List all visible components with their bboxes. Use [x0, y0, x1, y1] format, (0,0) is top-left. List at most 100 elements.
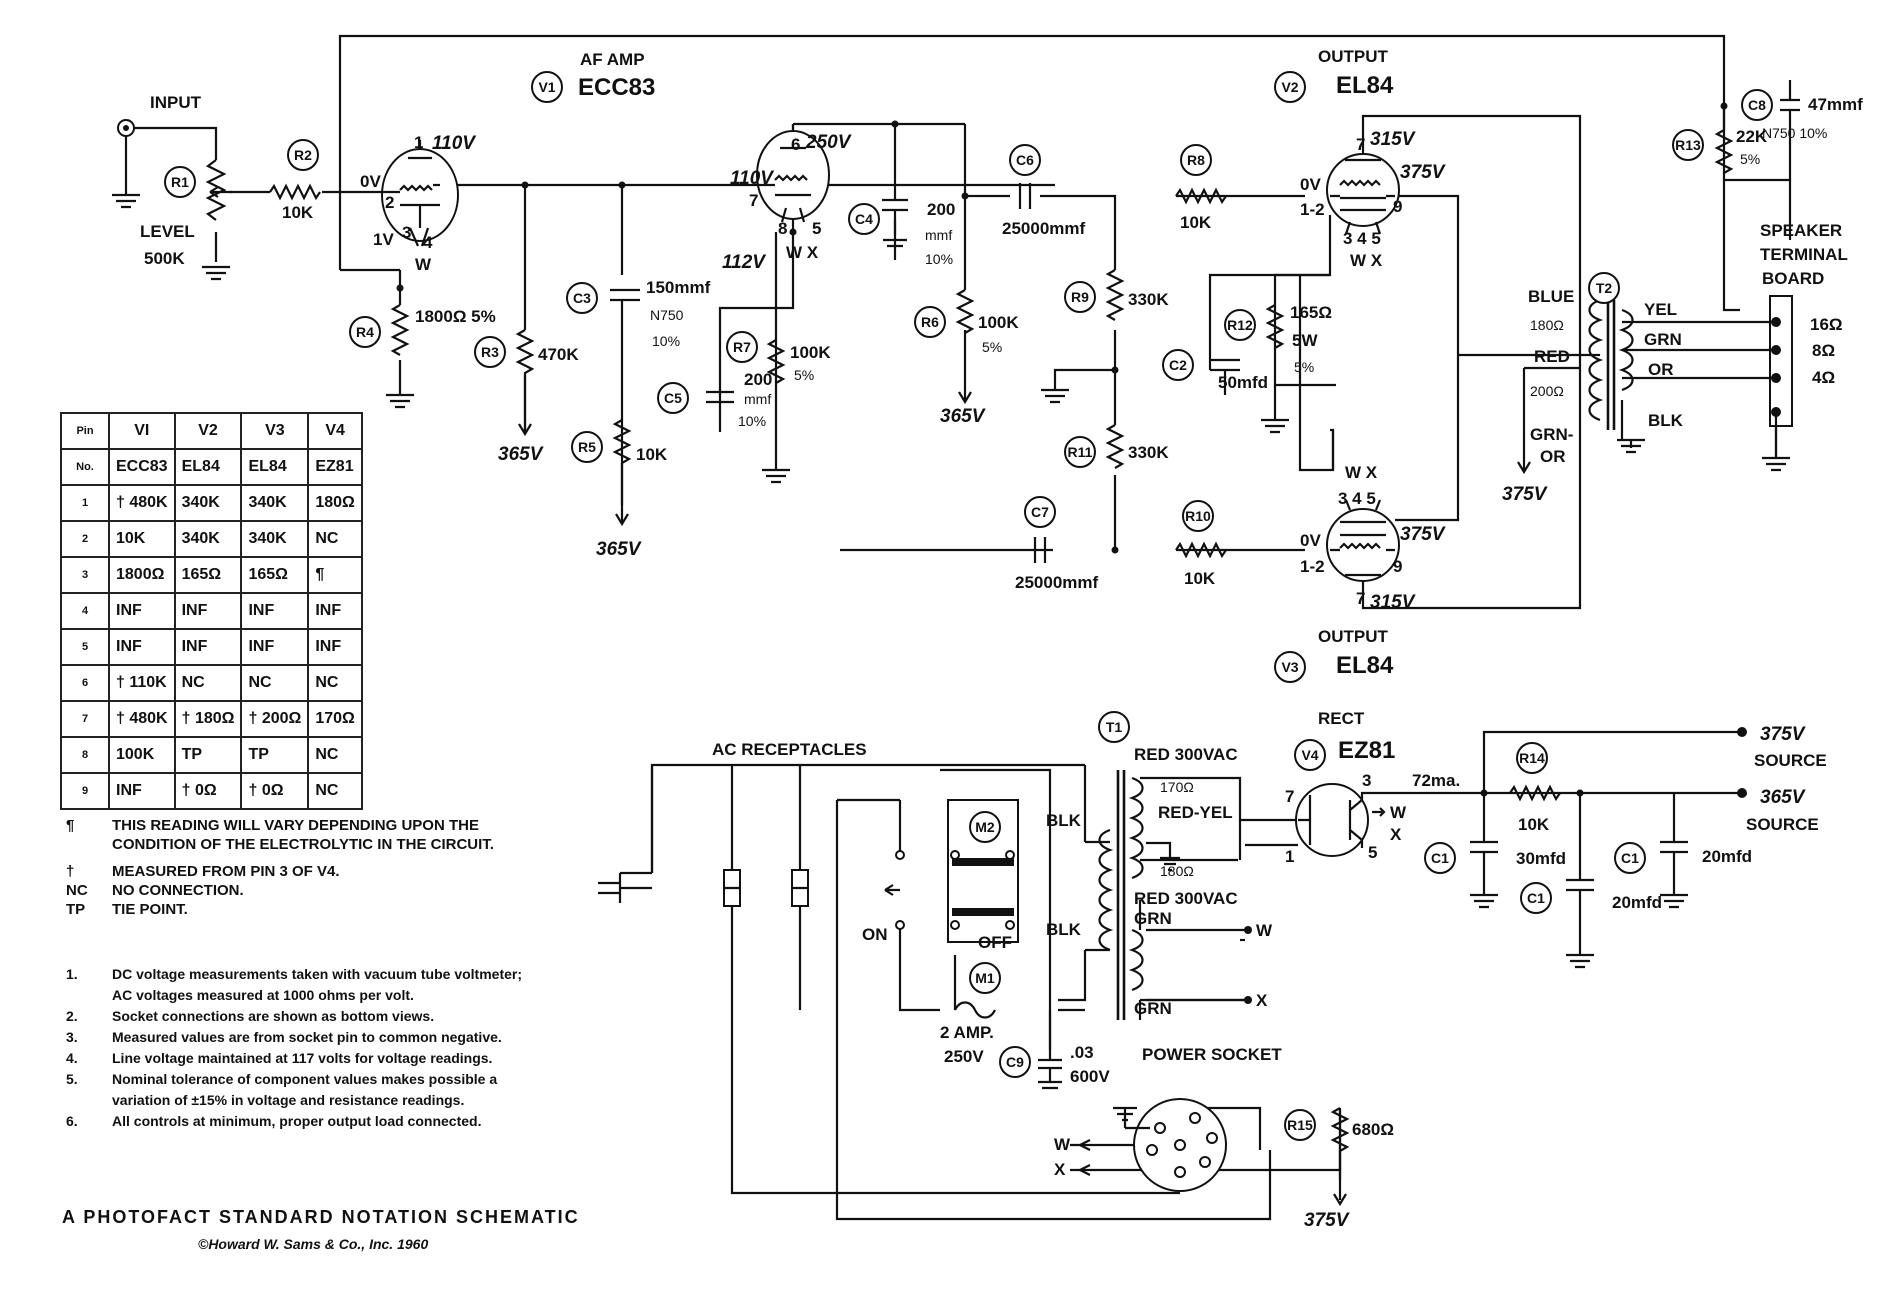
note-text: variation of ±15% in voltage and resista…: [112, 1092, 465, 1108]
v3-pins-345: 3 4 5: [1338, 489, 1376, 508]
t2-ref: T2: [1596, 280, 1613, 296]
pin-table-header: Pin VI V2 V3 V4: [60, 412, 363, 450]
c1a-value: 30mfd: [1516, 849, 1566, 868]
r3-resistor: [515, 300, 535, 420]
r5-voltage: 365V: [596, 539, 642, 560]
t1-marker: [1098, 711, 1130, 743]
note-text: Socket connections are shown as bottom v…: [112, 1008, 435, 1024]
v4-rectifier: [1295, 783, 1386, 857]
r8-resistor: [1175, 187, 1227, 205]
c3-marker: [566, 282, 598, 314]
v2-marker: [1274, 71, 1306, 103]
c1b-value: 20mfd: [1612, 893, 1662, 912]
table-cell: NC: [307, 520, 363, 558]
r5-ref: R5: [578, 439, 596, 455]
r9-ref: R9: [1071, 289, 1089, 305]
c1c-ref: C1: [1621, 850, 1639, 866]
r13-resistor: [1714, 106, 1734, 174]
c7-marker: [1024, 496, 1056, 528]
m2-ref: M2: [975, 819, 995, 835]
v3-screen-voltage: 375V: [1400, 524, 1446, 545]
c8-ref: C8: [1748, 97, 1766, 113]
table-cell: INF: [173, 592, 243, 630]
r7-ref: R7: [733, 339, 751, 355]
table-cell: INF: [173, 628, 243, 666]
v1-pin2-voltage: 0V: [360, 172, 381, 191]
table-cell: † 180Ω: [173, 700, 243, 738]
c9-ref: C9: [1006, 1054, 1024, 1070]
table-cell: † 110K: [108, 664, 176, 702]
c1a-capacitor: [1470, 840, 1498, 909]
power-socket-label: POWER SOCKET: [1142, 1045, 1282, 1064]
table-cell: 340K: [240, 520, 310, 558]
input-label: INPUT: [150, 93, 202, 112]
r6-tolerance: 5%: [982, 339, 1002, 355]
r2-value: 10K: [282, 203, 314, 222]
c3-tolerance: 10%: [652, 333, 680, 349]
footer-title: A PHOTOFACT STANDARD NOTATION SCHEMATIC: [62, 1207, 580, 1227]
t2-voltage: 375V: [1502, 484, 1548, 505]
table-cell: NC: [173, 664, 243, 702]
v1-pin1: 1: [414, 133, 423, 152]
table-cell: INF: [108, 772, 176, 810]
c2-capacitor: [1210, 358, 1240, 395]
v2-role: OUTPUT: [1318, 47, 1389, 66]
t2-marker: [1588, 272, 1620, 304]
table-cell: INF: [307, 628, 363, 666]
footer-copyright: ©Howard W. Sams & Co., Inc. 1960: [198, 1236, 429, 1252]
v3-pin9: 9: [1393, 557, 1402, 576]
v4-ref: V4: [1301, 747, 1318, 763]
r15-marker: [1284, 1109, 1316, 1141]
r1-marker: [164, 166, 196, 198]
r10-ref: R10: [1185, 508, 1211, 524]
r4-value: 1800Ω 5%: [415, 307, 496, 326]
c6-capacitor: [1018, 183, 1032, 209]
table-cell: † 480K: [108, 484, 176, 522]
rect-current: 72ma.: [1412, 771, 1460, 790]
v2-pins-345: 3 4 5: [1343, 229, 1381, 248]
note-text: All controls at minimum, proper output l…: [112, 1113, 482, 1129]
r12-resistor: [1265, 304, 1285, 349]
c2-ground: [1261, 418, 1289, 434]
table-cell: † 0Ω: [173, 772, 243, 810]
r1-level-pot: [202, 159, 232, 281]
t2-yel: YEL: [1644, 300, 1677, 319]
level-label: LEVEL: [140, 222, 195, 241]
v1-cathode-voltage: 1V: [373, 230, 394, 249]
table-cell: 1: [60, 484, 110, 522]
t1-ref: T1: [1106, 719, 1123, 735]
r3-marker: [474, 336, 506, 368]
table-cell: NC: [307, 664, 363, 702]
table-cell: ECC83: [108, 448, 176, 486]
c6-value: 25000mmf: [1002, 219, 1086, 238]
v4-pin5: 5: [1368, 843, 1377, 862]
note-line: 6. All controls at minimum, proper output…: [66, 1111, 522, 1132]
note-number: 6.: [66, 1113, 78, 1129]
table-cell: INF: [108, 592, 176, 630]
v2-pin9: 9: [1393, 197, 1402, 216]
v2-pin7: 7: [1356, 135, 1365, 154]
c1c-marker: [1614, 842, 1646, 874]
table-cell: No.: [60, 448, 110, 486]
r14-resistor: [1509, 784, 1561, 802]
table-cell: EL84: [240, 448, 310, 486]
r4-marker: [349, 316, 381, 348]
v1-heater-w: W: [415, 255, 432, 274]
note-number: 2.: [66, 1008, 78, 1024]
c5-tolerance: 10%: [738, 413, 766, 429]
r5-value: 10K: [636, 445, 668, 464]
t1-blk-2: BLK: [1046, 920, 1082, 939]
table-cell: † 0Ω: [240, 772, 310, 810]
v1b-pin7: 7: [749, 191, 758, 210]
note-text: DC voltage measurements taken with vacuu…: [112, 966, 522, 982]
c1b-marker: [1520, 882, 1552, 914]
r2-marker: [287, 139, 319, 171]
r12-marker: [1224, 309, 1256, 341]
r7-ground: [762, 468, 790, 484]
table-cell: ¶: [307, 556, 363, 594]
c1a-ref: C1: [1431, 850, 1449, 866]
table-cell: 8: [60, 736, 110, 774]
v3-marker: [1274, 651, 1306, 683]
